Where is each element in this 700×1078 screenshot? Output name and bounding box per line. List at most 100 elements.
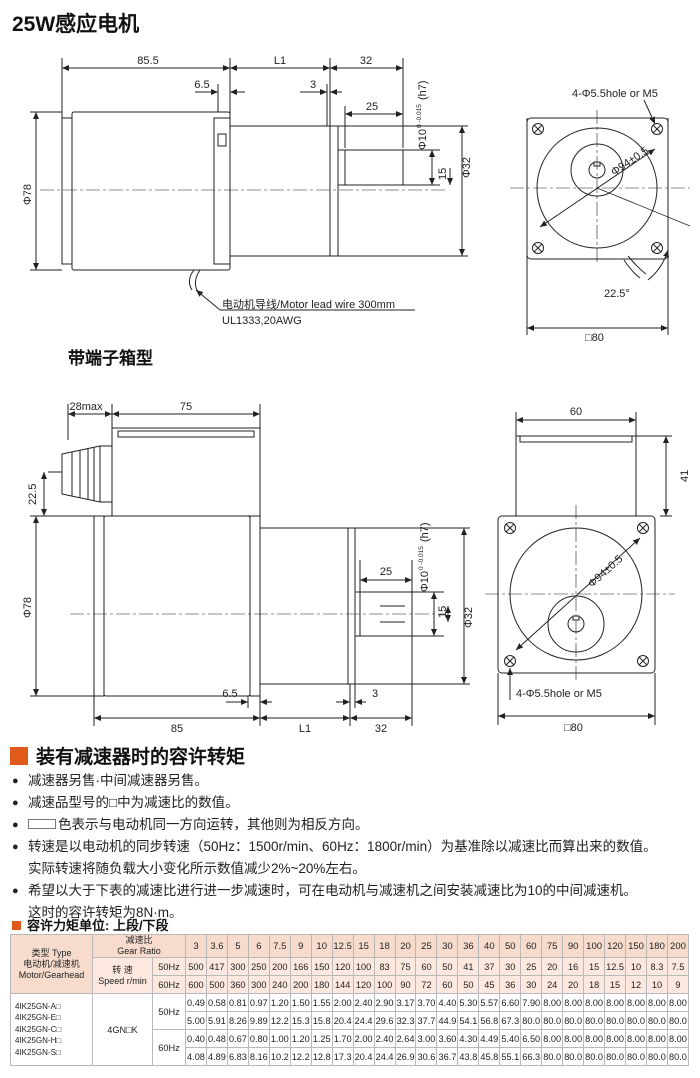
dim-phi78: Φ78 — [22, 184, 34, 205]
speed-cell: 500 — [205, 975, 228, 994]
speed-cell: 200 — [289, 975, 312, 994]
ratio-cell: 75 — [541, 934, 564, 958]
ratio-cell: 50 — [499, 934, 522, 958]
speed-cell: 75 — [394, 957, 417, 976]
speed-cell: 10 — [645, 975, 668, 994]
speed-cell: 60 — [436, 975, 459, 994]
torque-cell: 6.83 — [226, 1047, 249, 1066]
torque-cell: 6.50 — [520, 1029, 543, 1048]
torque-cell: 0.49 — [185, 993, 207, 1012]
section-title: 装有减速器时的容许转矩 — [36, 747, 246, 768]
ratio-cell: 18 — [373, 934, 396, 958]
torque-cell: 56.8 — [478, 1011, 501, 1030]
gearhead-type: 4GN□K — [92, 993, 153, 1066]
speed-cell: 60 — [415, 957, 438, 976]
speed-cell: 83 — [373, 957, 396, 976]
torque-cell: 10.2 — [268, 1047, 291, 1066]
speed-cell: 30 — [499, 957, 522, 976]
speed-cell: 15 — [583, 957, 606, 976]
torque-cell: 1.50 — [289, 993, 312, 1012]
speed-cell: 250 — [247, 957, 270, 976]
shaft-fit-2: (h7) — [419, 522, 431, 542]
speed-cell: 7.5 — [666, 957, 690, 976]
hz60-label: 60Hz — [152, 975, 186, 994]
dim-phi78-2: Φ78 — [22, 597, 34, 618]
torque-cell: 0.48 — [205, 1029, 228, 1048]
shaft-fit: (h7) — [417, 80, 429, 100]
speed-cell: 36 — [499, 975, 522, 994]
ratio-cell: 36 — [457, 934, 480, 958]
torque-cell: 8.00 — [583, 1029, 606, 1048]
ratio-cell: 9 — [289, 934, 312, 958]
speed-cell: 12 — [625, 975, 647, 994]
torque-cell: 8.26 — [226, 1011, 249, 1030]
table-marker — [12, 921, 21, 930]
speed-cell: 100 — [373, 975, 396, 994]
ratio-cell: 150 — [625, 934, 647, 958]
torque-cell: 0.40 — [185, 1029, 207, 1048]
torque-cell: 44.9 — [436, 1011, 459, 1030]
shaft-diameter: Φ10 — [417, 129, 429, 150]
speed-cell: 37 — [478, 957, 501, 976]
terminal-box-title: 带端子箱型 — [68, 349, 153, 368]
ratio-cell: 7.5 — [268, 934, 291, 958]
ratio-cell: 60 — [520, 934, 543, 958]
note-item: 转速是以电动机的同步转速（50Hz：1500r/min、60Hz：1800r/m… — [12, 836, 692, 858]
section-heading: 装有减速器时的容许转矩 — [10, 742, 245, 769]
hole-note: 4-Φ5.5hole or M5 — [572, 88, 658, 100]
speed-cell: 166 — [289, 957, 312, 976]
speed-cell: 600 — [185, 975, 207, 994]
lead-wire-label: 电动机导线/Motor lead wire 300mm — [222, 297, 395, 311]
torque-cell: 43.8 — [457, 1047, 480, 1066]
dim-phi32: Φ32 — [461, 157, 473, 178]
speed-cell: 9 — [666, 975, 690, 994]
torque-cell: 8.00 — [645, 1029, 668, 1048]
torque-cell: 5.30 — [457, 993, 480, 1012]
torque-cell: 4.49 — [478, 1029, 501, 1048]
speed-cell: 300 — [247, 975, 270, 994]
dim-32-2: 32 — [375, 723, 387, 735]
dimension-drawings: 85.5 L1 32 6.5 3 25 Φ10 0 -0.015 (h7) 15… — [22, 55, 691, 735]
dim-22-5: 22.5 — [27, 484, 39, 505]
torque-cell: 80.0 — [541, 1047, 564, 1066]
ratio-cell: 25 — [415, 934, 438, 958]
torque-cell: 24.4 — [373, 1047, 396, 1066]
torque-cell: 4.40 — [436, 993, 459, 1012]
torque-cell: 8.16 — [247, 1047, 270, 1066]
torque-cell: 80.0 — [666, 1011, 690, 1030]
dim-15: 15 — [437, 168, 449, 180]
torque-cell: 8.00 — [604, 1029, 627, 1048]
torque-cell: 80.0 — [541, 1011, 564, 1030]
shaft-tolerance-2: 0 -0.015 — [418, 546, 425, 570]
ratio-cell: 20 — [394, 934, 417, 958]
hz50-label: 50Hz — [152, 957, 186, 976]
ratio-cell: 12.5 — [331, 934, 354, 958]
wire-spec-label: UL1333,20AWG — [222, 315, 302, 327]
speed-cell: 12.5 — [604, 957, 627, 976]
speed-cell: 16 — [562, 957, 585, 976]
speed-cell: 500 — [185, 957, 207, 976]
torque-cell: 12.2 — [289, 1047, 312, 1066]
dim-85-5: 85.5 — [137, 55, 158, 67]
note-item: 希望以大于下表的减速比进行进一步减速时，可在电动机与减速机之间安装减速比为10的… — [12, 880, 692, 902]
torque-cell: 5.40 — [499, 1029, 522, 1048]
torque-cell: 80.0 — [645, 1011, 668, 1030]
dim-32: 32 — [360, 55, 372, 67]
speed-cell: 24 — [541, 975, 564, 994]
speed-cell: 90 — [394, 975, 417, 994]
note-continuation: 这时的容许转矩为8N·m。 — [28, 905, 183, 920]
speed-cell: 180 — [310, 975, 333, 994]
ratio-cell: 40 — [478, 934, 501, 958]
note-item: 减速器另售·中间减速器另售。 — [12, 770, 692, 792]
torque-cell: 8.00 — [541, 1029, 564, 1048]
ratio-cell: 90 — [562, 934, 585, 958]
torque-cell: 24.4 — [352, 1011, 375, 1030]
torque-cell: 32.3 — [394, 1011, 417, 1030]
speed-cell: 50 — [436, 957, 459, 976]
torque-cell: 0.97 — [247, 993, 270, 1012]
torque-cell: 80.0 — [666, 1047, 690, 1066]
dim-60: 60 — [570, 406, 582, 418]
